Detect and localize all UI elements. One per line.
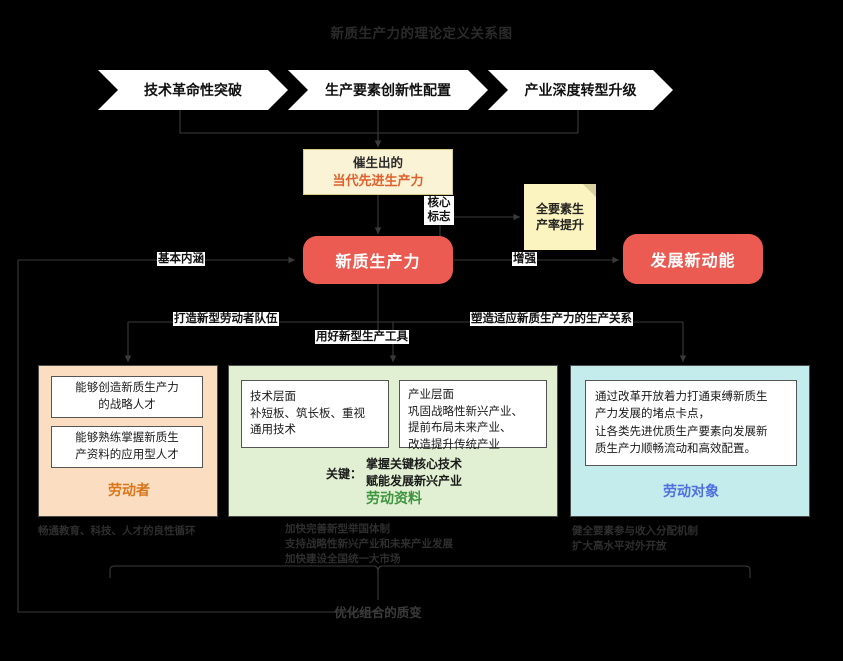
catalyst-box[interactable]: 催生出的 当代先进生产力 <box>303 149 453 195</box>
node-core-productivity[interactable]: 新质生产力 <box>303 236 453 284</box>
core-marker-line-1: 核心 <box>427 197 451 209</box>
catalyst-line-1: 催生出的 <box>352 155 403 170</box>
material-key-value: 掌握关键核心技术 赋能发展新兴产业 <box>366 457 463 489</box>
object-card-reform: 通过改革开放着力打通束缚新质生 产力发展的堵点卡点， 让各类先进优质生产要素向发… <box>585 380 797 466</box>
edge-label-core-marker: 核心 标志 <box>424 196 454 225</box>
panel-title-labor: 劳动者 <box>108 482 150 498</box>
sticky-line-2: 产率提升 <box>535 218 584 232</box>
material-key-label: 关键： <box>325 466 362 481</box>
footnote-labor: 畅通教育、科技、人才的良性循环 <box>38 525 196 537</box>
chevron-step-2[interactable]: 生产要素创新性配置 <box>288 70 488 110</box>
panel-object[interactable]: 通过改革开放着力打通束缚新质生 产力发展的堵点卡点， 让各类先进优质生产要素向发… <box>570 365 810 517</box>
bottom-summary-label: 优化组合的质变 <box>334 606 422 620</box>
material-card-technology: 技术层面 补短板、筑长板、重视 通用技术 <box>241 380 389 448</box>
node-new-momentum[interactable]: 发展新动能 <box>623 234 763 284</box>
edge-label-build-workforce: 打造新型劳动者队伍 <box>173 312 279 327</box>
labor-card-1: 能够创造新质生产力 的战略人才 <box>51 376 203 418</box>
panel-labor[interactable]: 能够创造新质生产力 的战略人才 能够熟练掌握新质生 产资料的应用型人才 劳动者 <box>38 365 218 517</box>
sticky-note-tfp[interactable]: 全要素生 产率提升 <box>524 184 596 250</box>
chevron-step-3[interactable]: 产业深度转型升级 <box>488 70 673 110</box>
labor-card-2: 能够熟练掌握新质生 产资料的应用型人才 <box>51 426 203 468</box>
panel-title-object: 劳动对象 <box>663 483 719 499</box>
edge-label-use-tools: 用好新型生产工具 <box>315 330 409 345</box>
material-key-row: 关键： 掌握关键核心技术 赋能发展新兴产业 <box>229 456 559 491</box>
chevron-step-1[interactable]: 技术革命性突破 <box>98 70 288 110</box>
panel-title-material: 劳动资料 <box>366 490 422 506</box>
edge-label-enhance: 增强 <box>512 252 537 267</box>
page-title: 新质生产力的理论定义关系图 <box>330 26 513 41</box>
page-fold-icon <box>583 184 596 197</box>
footnote-object: 健全要素参与收入分配机制 扩大高水平对外开放 <box>572 525 698 553</box>
material-card-industry: 产业层面 巩固战略性新兴产业、 提前布局未来产业、 改造提升传统产业 <box>399 380 547 451</box>
catalyst-line-2: 当代先进生产力 <box>332 172 424 188</box>
panel-material[interactable]: 技术层面 补短板、筑长板、重视 通用技术 产业层面 巩固战略性新兴产业、 提前布… <box>228 365 558 517</box>
core-marker-line-2: 标志 <box>427 211 451 224</box>
edge-label-basic-meaning: 基本内涵 <box>157 252 205 267</box>
footnote-material: 加快完善新型举国体制 支持战略性新兴产业和未来产业发展 加快建设全国统一大市场 <box>285 523 453 566</box>
sticky-line-1: 全要素生 <box>535 201 584 216</box>
edge-label-shape-relations: 塑造适应新质生产力的生产关系 <box>470 312 633 327</box>
